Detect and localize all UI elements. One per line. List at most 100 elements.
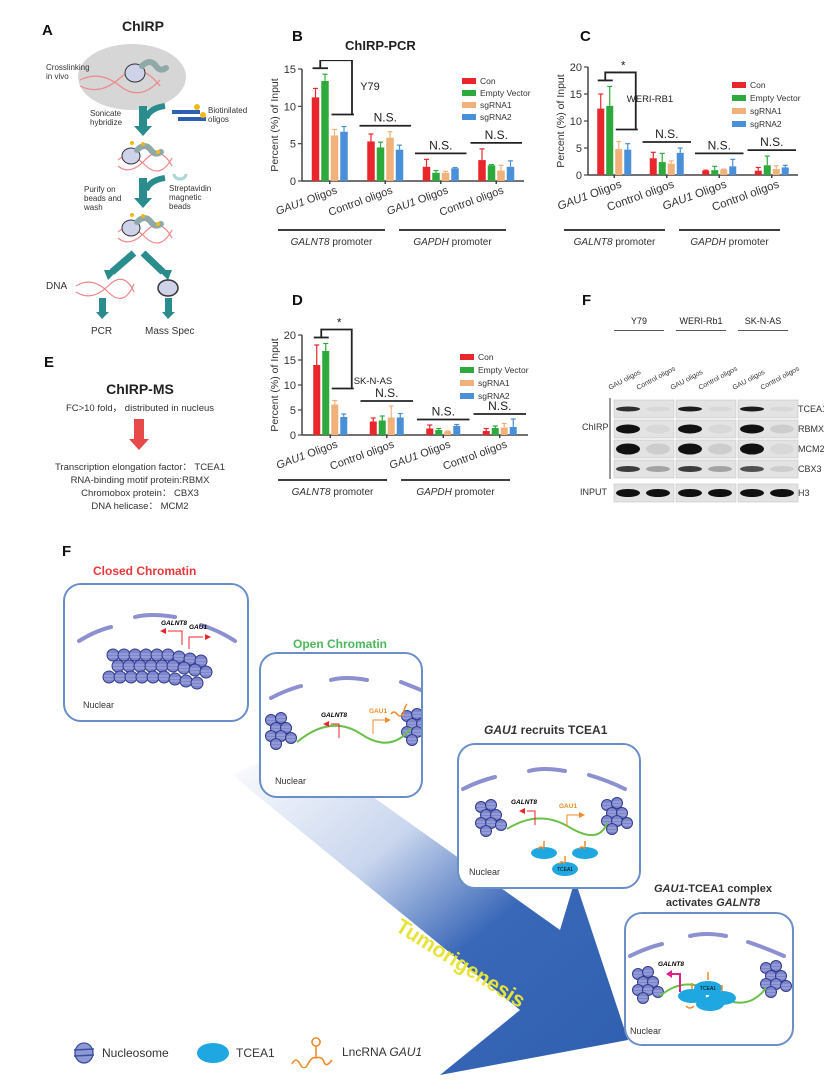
nucleosome [166,659,180,673]
teal-arrow-1 [134,103,166,136]
blot-band [770,424,794,434]
y-axis-label: Percent (%) of Input [269,338,281,431]
gene-label-galnt8: GALNT8 [321,712,347,719]
bar-empty-vector-1 [376,147,385,181]
blot-band [646,424,670,434]
bar-sgrna2-2 [729,166,737,175]
gene-label-gau1: GAU1 [559,803,577,810]
stage-activate-box: GALNT8 TCEA1 Nuclear [624,912,794,1046]
panel-letter-e: E [44,354,55,371]
blot-strip [737,459,799,479]
nucleosome [780,980,792,992]
blot-band [678,406,702,412]
nucleosome [188,663,202,677]
nucleosome [139,648,153,662]
nucleosome-cluster-right [601,797,633,835]
nucleosome [157,670,171,684]
blot-protein-cbx3: CBX3 [798,464,822,474]
nucleosome [155,659,169,673]
y-axis-label: Percent (%) of Input [555,74,567,167]
nucleosome [194,654,208,668]
panel-e-subtitle: FC>10 fold， distributed in nucleus [65,403,215,414]
nucleosome-cluster-left [632,966,664,1004]
crosslink-label: Crosslinking in vivo [46,63,90,81]
red-down-arrow-icon [129,419,149,450]
legend-swatch [462,102,476,108]
ns-label: N.S. [374,111,397,125]
nucleosome [168,672,182,686]
nucleosome [765,986,777,998]
bar-con-3 [482,431,490,435]
cell-line-label: WERI-RB1 [627,94,673,105]
nucleosome [161,648,175,662]
legend-swatch [460,393,474,399]
legend-swatch [732,95,746,101]
bar-sgrna1-3 [772,169,780,175]
blot-band [770,406,794,412]
legend-label: Con [478,352,494,362]
chromatin-complex-3 [117,213,173,244]
dna-label: DNA [46,281,68,292]
y-tick-label: 0 [290,176,296,188]
nuclear-label: Nuclear [275,776,307,786]
bar-sgrna2-0 [624,149,632,175]
bar-sgrna2-2 [453,426,461,435]
nucleosome [770,960,782,972]
group-label: GAPDH promoter [690,237,769,248]
sig-bracket [604,71,638,131]
y-tick-label: 10 [284,380,296,392]
nucleosome [124,670,138,684]
sig-star: * [337,316,342,330]
blot-band [678,443,702,455]
biotin-oligos-icon [172,104,206,121]
blot-strip [675,419,737,439]
bar-con-1 [367,141,375,181]
legend-label: Con [480,76,496,86]
nucleosome [150,648,164,662]
stage-closed-box: GALNT8 GAU1 Nuclear [63,583,249,722]
blot-band [740,466,764,472]
legend-swatch [462,114,476,120]
streptavidin-bead-icon [172,173,188,181]
blot-band [740,443,764,455]
blot-band [678,489,702,497]
nucleosome-cluster-left [265,712,297,750]
panel-letter-b: B [292,28,303,45]
bar-con-1 [649,158,657,175]
bar-con-2 [426,428,434,435]
panel-letter-c: C [580,28,591,45]
bar-empty-vector-0 [322,351,330,435]
nucleosome [637,992,649,1004]
bar-sgrna2-1 [676,152,684,175]
chart-b-title: ChIRP-PCR [345,38,416,53]
bar-con-2 [702,170,710,175]
bar-sgrna2-0 [340,131,348,181]
blot-band [616,406,640,412]
bar-sgrna2-3 [781,167,789,175]
bar-sgrna2-0 [340,417,348,435]
blot-cellline-sknas: SK-N-AS [744,316,782,326]
bar-empty-vector-1 [378,420,386,435]
legend-tcea1-label: TCEA1 [236,1046,275,1060]
blot-protein-mcm2: MCM2 [798,444,824,454]
nucleosome-cluster-left [475,799,507,837]
nucleosome [111,659,125,673]
bar-con-3 [478,160,486,181]
ns-label: N.S. [708,138,731,152]
y-tick-label: 20 [284,330,296,342]
tcea1-label: TCEA1 [557,867,573,873]
blot-band [616,443,640,455]
bar-con-2 [422,166,431,181]
stage-recruit-box: GALNT8 GAU1 TCEA1 Nuclear [457,743,641,889]
sig-star: * [621,60,626,72]
ns-label: N.S. [488,399,511,413]
y-tick-label: 20 [570,62,582,74]
nuclear-label: Nuclear [630,1026,662,1036]
blot-band [740,489,764,497]
ns-label: N.S. [485,128,508,142]
panel-e-title: ChIRP-MS [106,381,174,397]
